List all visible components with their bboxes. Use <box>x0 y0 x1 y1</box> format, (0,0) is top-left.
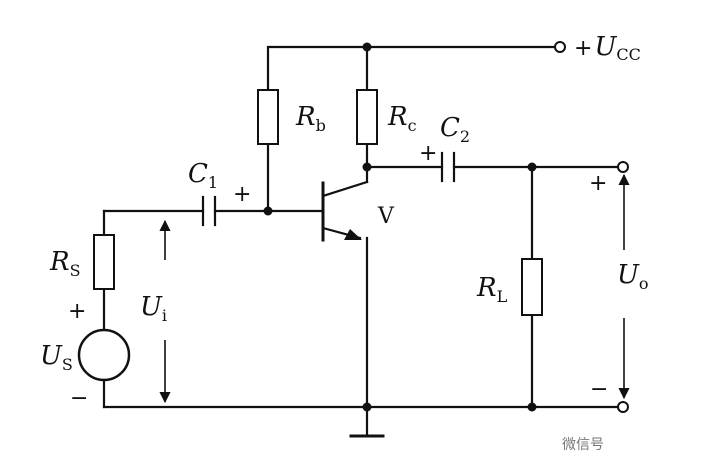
uo-plus-sign: + <box>589 171 607 196</box>
rl-ground-junction <box>527 402 537 412</box>
output-terminal-top <box>617 161 629 173</box>
resistor-rs <box>93 234 115 290</box>
ui-label: Ui <box>140 292 167 325</box>
c1-label: C1 <box>188 159 218 192</box>
rs-label: RS <box>49 247 81 280</box>
c1-plus-sign: + <box>233 182 251 207</box>
ucc-terminal <box>554 41 566 53</box>
watermark: 微信号 <box>562 437 604 453</box>
uo-label: Uo <box>617 260 649 293</box>
us-minus-sign: − <box>70 386 88 411</box>
base-junction <box>263 206 273 216</box>
resistor-rl <box>521 165 543 409</box>
rl-label: RL <box>476 273 508 306</box>
collector-lead <box>321 180 369 198</box>
us-label: US <box>40 341 73 374</box>
transistor-v <box>321 165 369 409</box>
ucc-label: +UCC <box>574 32 641 64</box>
resistor-rb <box>257 89 279 213</box>
us-plus-sign: + <box>68 299 86 324</box>
voltage-source-us <box>77 328 131 382</box>
ground-rail <box>102 401 629 438</box>
rc-label: Rc <box>387 102 417 135</box>
transistor-label: V <box>377 204 395 229</box>
resistor-rc <box>356 45 378 169</box>
input-coupling <box>102 195 325 227</box>
output-terminal-bottom <box>617 401 629 413</box>
uo-minus-sign: − <box>590 377 608 402</box>
emitter-arrow <box>344 229 362 240</box>
signal-source <box>77 209 131 409</box>
rb-label: Rb <box>295 102 326 135</box>
c2-label: C2 <box>440 113 470 146</box>
c2-plus-sign: + <box>419 141 437 166</box>
